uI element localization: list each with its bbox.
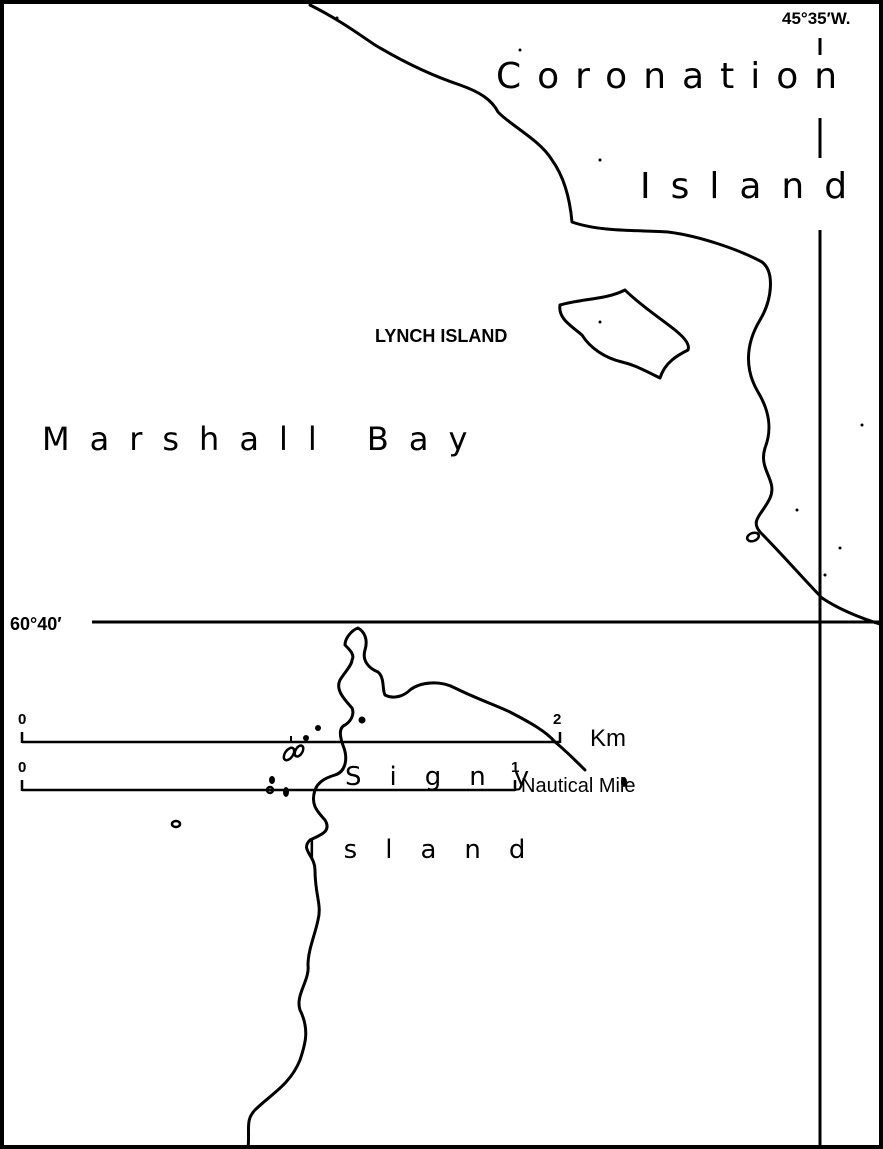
islet xyxy=(315,725,321,731)
island-bottom-label: Island xyxy=(308,835,553,865)
rock xyxy=(335,16,339,20)
signy-label: Signy xyxy=(345,762,557,792)
rock xyxy=(598,320,602,324)
island-top-label: Island xyxy=(640,166,867,207)
rock xyxy=(860,423,864,427)
coronation-label: Coronation xyxy=(496,56,853,97)
nm-end-label: 1 xyxy=(511,759,519,776)
islet xyxy=(745,531,761,543)
islet xyxy=(269,776,275,784)
islet xyxy=(621,777,627,787)
rock xyxy=(823,573,827,577)
scale-bar-km: 0 2 Km xyxy=(18,711,626,752)
longitude-label: 45°35′W. xyxy=(782,9,851,28)
islet xyxy=(282,746,296,762)
islet xyxy=(283,787,289,797)
rock xyxy=(598,158,602,162)
islet xyxy=(293,744,305,758)
nm-start-label: 0 xyxy=(18,759,26,776)
lynch-island-outline xyxy=(558,288,690,380)
nm-unit-label: Nautical Mile xyxy=(521,775,635,797)
km-start-label: 0 xyxy=(18,711,26,728)
km-end-label: 2 xyxy=(553,711,561,728)
signy-coastline xyxy=(246,626,557,1149)
lynch-island-label: LYNCH ISLAND xyxy=(375,326,507,346)
islet xyxy=(170,819,182,829)
islet xyxy=(303,735,309,741)
marshall-bay-label: Marshall Bay xyxy=(42,420,487,458)
scale-bar-nautical: 0 1 Nautical Mile xyxy=(18,759,635,797)
islet xyxy=(358,716,366,724)
latitude-label: 60°40′ xyxy=(10,614,62,634)
rock xyxy=(795,508,799,512)
km-unit-label: Km xyxy=(590,725,626,752)
signy-coastline-right xyxy=(553,740,587,772)
coronation-coastline xyxy=(308,3,883,627)
rock xyxy=(518,48,522,52)
rock xyxy=(838,546,842,550)
